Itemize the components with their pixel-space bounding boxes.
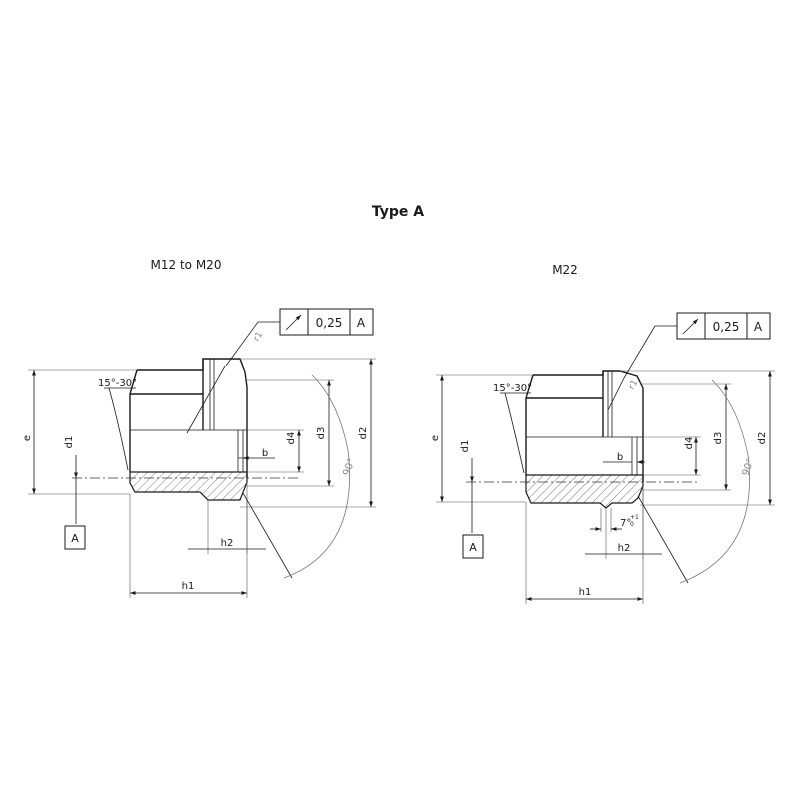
nut-outline xyxy=(129,358,248,501)
chamfer-angle: 15°-30° xyxy=(493,383,532,474)
label-d4: d4 xyxy=(286,432,297,445)
dim-e: e xyxy=(430,374,533,503)
datum-box xyxy=(64,525,86,550)
label-e: e xyxy=(22,435,33,441)
label-cone-angle: 90° xyxy=(341,457,357,477)
section-hatch xyxy=(525,474,644,509)
view-m12-m20: M12 to M20 e xyxy=(22,258,376,598)
tolerance-frame: r1 0,25 A xyxy=(186,308,374,434)
label-h1: h1 xyxy=(182,581,195,592)
label-h2: h2 xyxy=(618,543,631,554)
cone-angle: 90° xyxy=(242,374,358,579)
dim-d4: d4 xyxy=(247,429,304,473)
label-r1: r1 xyxy=(627,378,640,391)
dim-d1: d1 xyxy=(64,436,78,524)
view-m22: M22 e d1 A xyxy=(430,263,775,604)
label-groove-tol-upper: +1 xyxy=(630,514,639,521)
label-cone-angle: 90° xyxy=(740,457,756,477)
tolerance-datum: A xyxy=(357,316,366,330)
label-h1: h1 xyxy=(579,587,592,598)
label-groove-tol-lower: 0 xyxy=(630,521,634,528)
dim-groove-angle: 7° +1 0 xyxy=(590,508,639,532)
tolerance-frame: r1 0,25 A xyxy=(607,312,771,411)
datum-label: A xyxy=(71,532,79,545)
dim-d2: d2 xyxy=(240,358,376,508)
drawing-title: Type A xyxy=(372,204,424,220)
nut-outline xyxy=(525,370,644,509)
view-caption: M22 xyxy=(552,263,578,277)
label-d2: d2 xyxy=(757,432,768,445)
label-chamfer-angle: 15°-30° xyxy=(98,378,137,389)
dim-h1: h1 xyxy=(129,494,248,598)
dim-d4: d4 xyxy=(643,437,701,476)
label-e: e xyxy=(430,435,441,441)
tolerance-value: 0,25 xyxy=(316,316,343,330)
label-b: b xyxy=(617,452,623,463)
tolerance-value: 0,25 xyxy=(713,320,740,334)
chamfer-angle: 15°-30° xyxy=(98,378,137,471)
label-d1: d1 xyxy=(64,436,75,449)
dim-d2: d2 xyxy=(620,370,775,506)
label-groove-angle: 7° xyxy=(620,518,631,529)
dim-h1: h1 xyxy=(525,486,644,604)
datum-box xyxy=(462,534,484,559)
dim-b: b xyxy=(603,452,645,464)
runout-icon xyxy=(285,314,302,331)
label-h2: h2 xyxy=(221,538,234,549)
label-d1: d1 xyxy=(460,440,471,453)
section-hatch xyxy=(129,471,248,501)
label-d2: d2 xyxy=(358,427,369,440)
label-b: b xyxy=(262,448,268,459)
dim-e: e xyxy=(22,369,137,495)
label-d3: d3 xyxy=(316,427,327,440)
dim-b: b xyxy=(238,448,275,460)
dim-d3: d3 xyxy=(245,379,334,487)
datum-label: A xyxy=(469,541,477,554)
tolerance-datum: A xyxy=(754,320,763,334)
cone-angle: 90° xyxy=(637,379,757,584)
runout-icon xyxy=(682,318,699,335)
label-chamfer-angle: 15°-30° xyxy=(493,383,532,394)
label-r1: r1 xyxy=(252,330,265,343)
view-caption: M12 to M20 xyxy=(151,258,222,272)
label-d4: d4 xyxy=(684,437,695,450)
dim-d1: d1 xyxy=(460,440,474,533)
label-d3: d3 xyxy=(713,432,724,445)
